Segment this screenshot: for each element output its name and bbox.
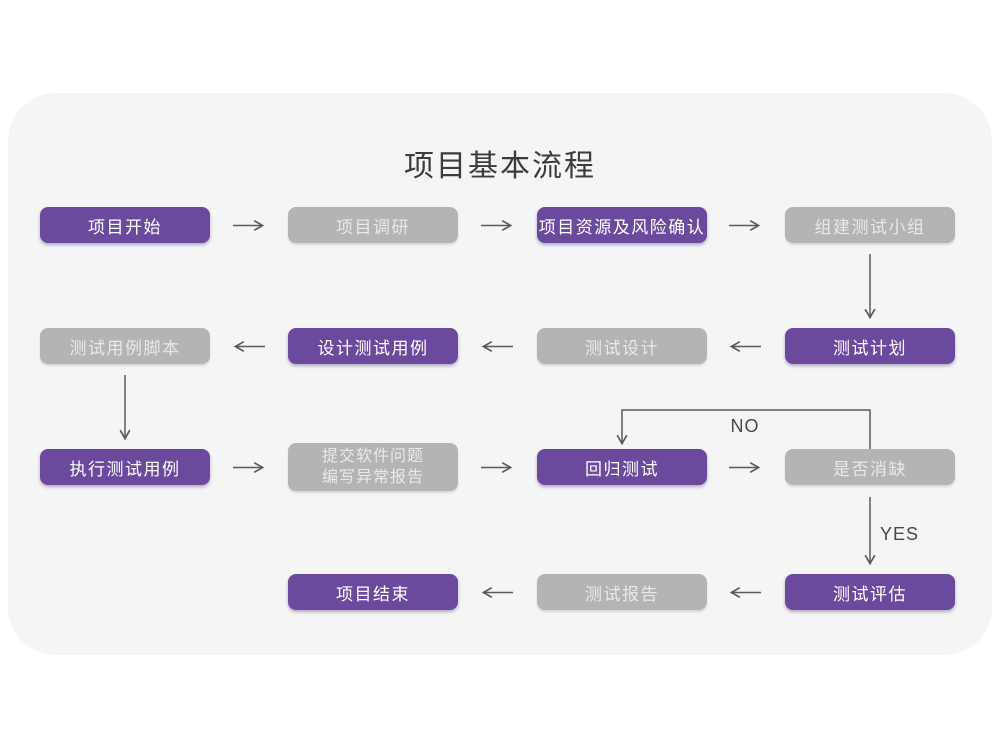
node-label: 测试报告 (585, 584, 659, 604)
node-test-plan: 测试计划 (785, 328, 955, 364)
node-label: 项目结束 (336, 584, 410, 604)
node-project-research: 项目调研 (288, 207, 458, 243)
node-label: 是否消缺 (833, 459, 907, 479)
node-label-line2: 编写异常报告 (321, 469, 424, 486)
node-execute-test-cases: 执行测试用例 (40, 449, 210, 485)
node-test-report: 测试报告 (537, 574, 707, 610)
node-label: 测试设计 (585, 338, 659, 358)
node-label: 测试计划 (833, 338, 907, 358)
node-label: 设计测试用例 (317, 338, 429, 358)
node-label: 测试用例脚本 (69, 338, 181, 358)
node-label: 执行测试用例 (69, 459, 181, 479)
node-label: 组建测试小组 (814, 217, 926, 237)
node-resource-risk: 项目资源及风险确认 (537, 207, 707, 243)
node-submit-issues: 提交软件问题 编写异常报告 (288, 443, 458, 491)
node-build-test-team: 组建测试小组 (785, 207, 955, 243)
node-test-evaluation: 测试评估 (785, 574, 955, 610)
edge-label-no: NO (730, 416, 760, 436)
node-label: 回归测试 (585, 459, 659, 479)
node-label: 测试评估 (833, 584, 907, 604)
node-project-end: 项目结束 (288, 574, 458, 610)
page-title: 项目基本流程 (404, 150, 596, 183)
node-label: 项目资源及风险确认 (538, 217, 706, 237)
flowchart-card (8, 93, 992, 655)
node-design-test-cases: 设计测试用例 (288, 328, 458, 364)
node-label: 项目调研 (336, 217, 410, 237)
node-label-line1: 提交软件问题 (321, 448, 424, 465)
node-regression-test: 回归测试 (537, 449, 707, 485)
node-label: 项目开始 (88, 217, 162, 237)
node-test-case-script: 测试用例脚本 (40, 328, 210, 364)
node-test-design: 测试设计 (537, 328, 707, 364)
edge-label-yes: YES (880, 524, 920, 544)
node-defect-cleared: 是否消缺 (785, 449, 955, 485)
node-project-start: 项目开始 (40, 207, 210, 243)
